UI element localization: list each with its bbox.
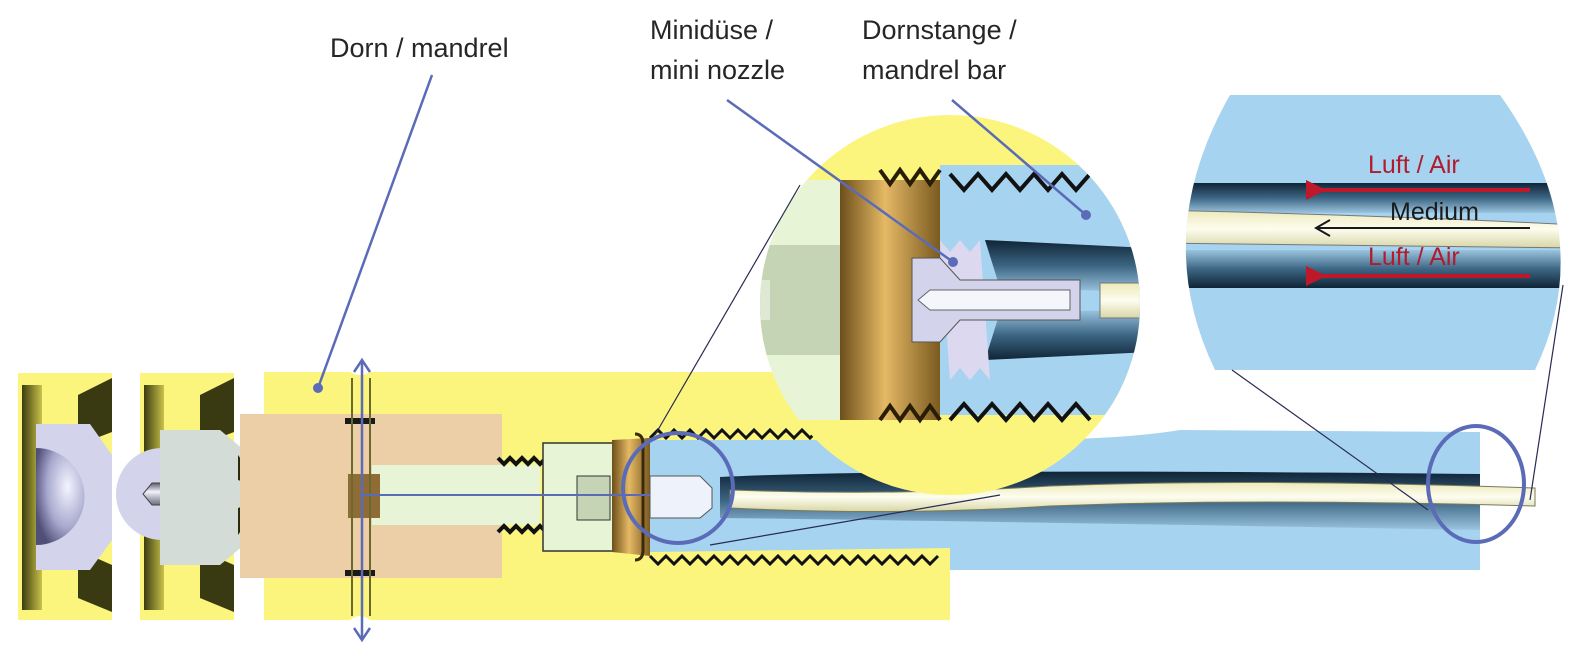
air-label-bottom: Luft / Air [1368,243,1460,271]
label-mini-nozzle-line2: mini nozzle [650,55,785,85]
leader-mandrel-bar [951,99,1087,216]
callout-circle-nozzle [621,431,735,545]
callouts [313,74,1564,643]
leader-mini-nozzle [726,98,954,264]
label-mandrel-bar-line1: Dornstange / [862,15,1017,45]
ball [36,447,85,545]
grey-connector [160,430,250,565]
leader-mandrel [316,74,434,389]
callout-circle-outlet [1426,424,1526,544]
air-label-top: Luft / Air [1368,151,1460,179]
medium-label: Medium [1390,198,1479,226]
label-mini-nozzle-line1: Minidüse / [650,15,774,45]
zoom-detail-flow: Luft / Air Medium Luft / Air [1185,95,1561,370]
label-mandrel-bar-line2: mandrel bar [862,55,1006,85]
main-assembly [18,372,1536,620]
zoom-detail-nozzle [760,115,1140,495]
mini-nozzle-small [649,475,713,519]
label-mandrel: Dorn / mandrel [330,33,509,63]
